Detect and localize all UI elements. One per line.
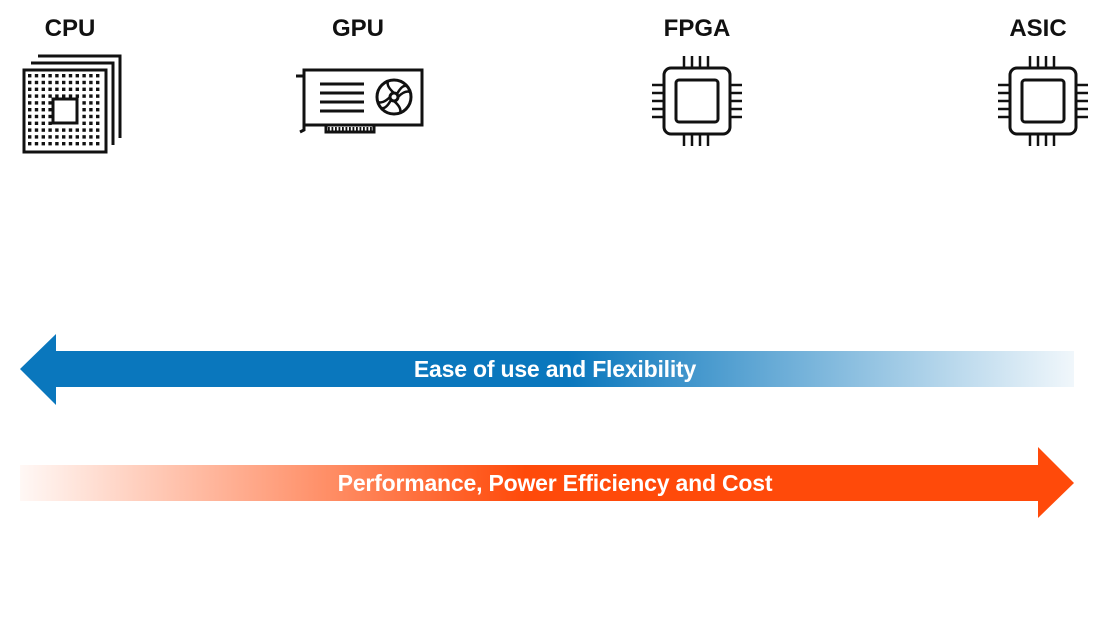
- performance-arrow: [20, 447, 1074, 518]
- asic-label: ASIC: [1009, 15, 1067, 42]
- cpu-label: CPU: [44, 15, 96, 42]
- flexibility-arrow: [20, 334, 1074, 405]
- fpga-label: FPGA: [663, 15, 731, 42]
- flexibility-arrow-label: Ease of use and Flexibility: [413, 356, 697, 382]
- cpu-chip-icon: [22, 54, 122, 154]
- fpga-chip-icon: [652, 56, 742, 146]
- performance-arrow-label: Performance, Power Efficiency and Cost: [337, 470, 773, 496]
- asic-chip-icon: [998, 56, 1088, 146]
- gpu-label: GPU: [331, 15, 384, 42]
- graphics-card-icon: [296, 68, 424, 134]
